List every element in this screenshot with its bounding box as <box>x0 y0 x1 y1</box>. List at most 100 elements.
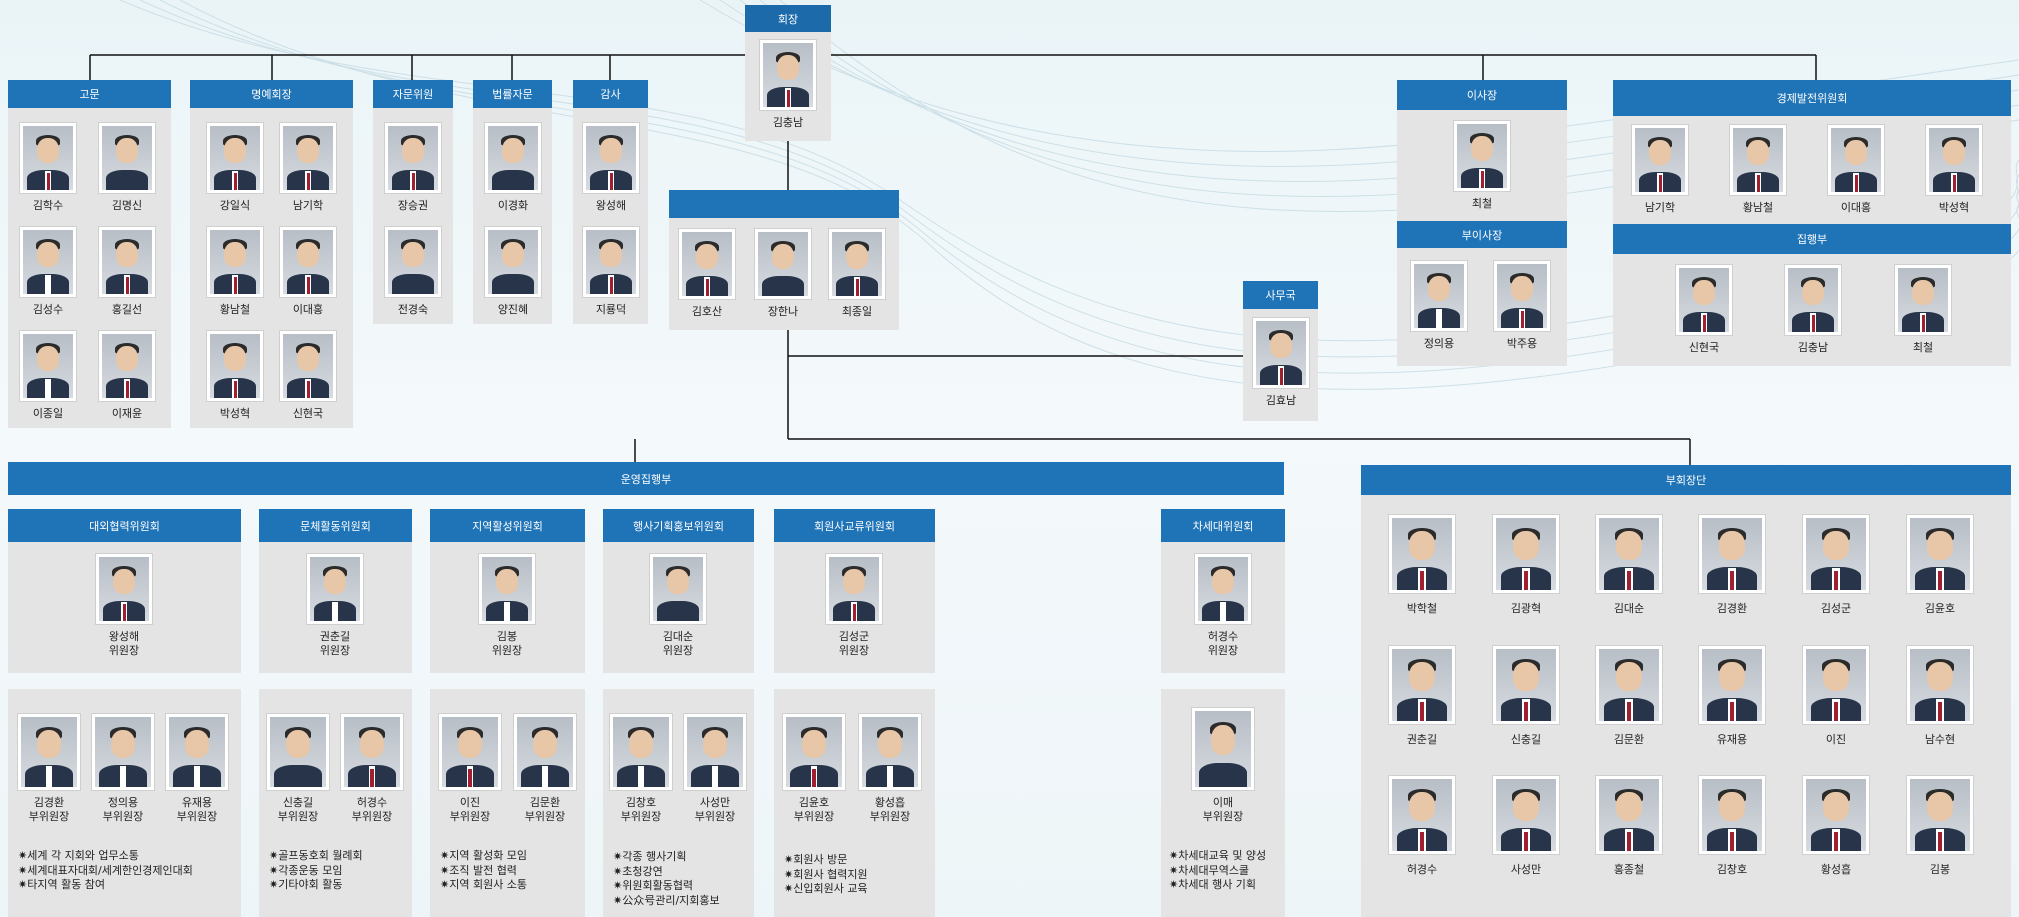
audit-group: 감사 왕성해 지룡덕 <box>573 80 648 324</box>
legal-header: 법률자문 <box>473 80 552 108</box>
person-name: 김창호 <box>625 796 657 809</box>
person-card: 박주용 <box>1487 260 1557 351</box>
duty-item: ✷지역 회원사 소통 <box>440 878 528 891</box>
person-name: 신충길 <box>282 796 314 809</box>
person-name: 왕성해 <box>595 199 627 212</box>
person-card: 최종일 <box>822 228 892 319</box>
portrait-photo <box>484 122 542 194</box>
portrait-photo <box>1595 514 1663 594</box>
person-card: 유재용 <box>1696 645 1768 747</box>
person-name: 이진 <box>1825 733 1847 746</box>
duty-item: ✷골프동호회 월례회 <box>269 849 363 862</box>
duty-item: ✷公众号관리/지회홍보 <box>613 893 720 907</box>
person-name: 김명신 <box>111 199 143 212</box>
person-name: 김경환 <box>1716 602 1748 615</box>
person-name: 김효남 <box>1265 394 1297 407</box>
person-name: 이대홍 <box>292 303 324 316</box>
portrait-photo <box>1698 514 1766 594</box>
portrait-photo <box>754 228 812 300</box>
portrait-photo <box>478 553 536 625</box>
portrait-photo <box>582 122 640 194</box>
duty-item: ✷타지역 활동 참여 <box>18 878 106 891</box>
person-name: 최철 <box>1471 197 1493 210</box>
person-name: 김경환 <box>33 796 65 809</box>
portrait-photo <box>19 226 77 298</box>
portrait-photo <box>1906 514 1974 594</box>
board-group: 이사장 최철 부이사장 정의용 박주용 <box>1397 80 1567 366</box>
portrait-photo <box>828 228 886 300</box>
person-card: 신충길 <box>1490 645 1562 747</box>
person-card: 정의용 <box>1404 260 1474 351</box>
person-role: 위원장 <box>108 644 140 657</box>
portrait-photo <box>1906 775 1974 855</box>
person-name: 유재용 <box>181 796 213 809</box>
person-name: 김성군 <box>838 630 870 643</box>
person-role: 위원장 <box>662 644 694 657</box>
person-card: 김학수 <box>13 122 83 213</box>
portrait-photo <box>1906 645 1974 725</box>
duty-list: ✷세계 각 지회와 업무소통 ✷세계대표자대회/세계한인경제인대회 ✷타지역 활… <box>18 849 193 893</box>
person-card: 김성군 <box>1800 514 1872 616</box>
portrait-photo <box>1729 124 1787 196</box>
portrait-photo <box>782 713 846 791</box>
duty-item: ✷각종운동 모임 <box>269 863 343 877</box>
portrait-photo <box>1492 775 1560 855</box>
portrait-photo <box>95 553 153 625</box>
person-name: 김대순 <box>662 630 694 643</box>
person-card: 신현국 <box>1669 264 1739 355</box>
duty-list: ✷골프동호회 월례회 ✷각종운동 모임 ✷기타야회 활동 <box>269 849 363 893</box>
exec-header: 집행부 <box>1613 224 2011 254</box>
portrait-photo <box>206 226 264 298</box>
advisor-group: 고문 김학수 김명신 김성수 홍길선 이종일 이재윤 <box>8 80 171 428</box>
center-group: 김호산 장한나 최종일 <box>669 190 899 330</box>
portrait-photo <box>582 226 640 298</box>
portrait-photo <box>17 713 81 791</box>
person-card: 홍길선 <box>92 226 162 317</box>
person-role: 부위원장 <box>869 810 911 823</box>
committee-header: 회원사교류위원회 <box>774 509 935 542</box>
person-role: 부위원장 <box>449 810 491 823</box>
portrait-photo <box>1388 514 1456 594</box>
portrait-photo <box>306 553 364 625</box>
person-name: 박학철 <box>1406 602 1438 615</box>
portrait-photo <box>1410 260 1468 332</box>
person-card: 남기학 <box>1625 124 1695 215</box>
portrait-photo <box>266 713 330 791</box>
person-card: 김경환 <box>1696 514 1768 616</box>
portrait-photo <box>1191 707 1255 791</box>
person-card: 김명신 <box>92 122 162 213</box>
duty-item: ✷차세대교육 및 양성 <box>1169 849 1267 862</box>
person-name: 사성만 <box>699 796 731 809</box>
person-name: 김대순 <box>1613 602 1645 615</box>
person-name: 왕성해 <box>108 630 140 643</box>
consult-group: 자문위원 장승권 전경숙 <box>373 80 453 324</box>
person-role: 부위원장 <box>793 810 835 823</box>
person-name: 김윤호 <box>798 796 830 809</box>
econ-group: 경제발전위원회 남기학 황남철 이대홍 박성혁 집행부 신현국 김충남 최철 <box>1613 80 2011 366</box>
person-card: 김충남 <box>1778 264 1848 355</box>
person-name: 김봉 <box>1929 863 1951 876</box>
person-card: 최철 <box>1888 264 1958 355</box>
econ-header: 경제발전위원회 <box>1613 80 2011 116</box>
person-card: 김봉 <box>1904 775 1976 877</box>
portrait-photo <box>484 226 542 298</box>
person-name: 김호산 <box>691 305 723 318</box>
duty-list: ✷지역 활성화 모임 ✷조직 발전 협력 ✷지역 회원사 소통 <box>440 849 527 893</box>
portrait-photo <box>1894 264 1952 336</box>
person-name: 이재윤 <box>111 407 143 420</box>
person-role: 위원장 <box>838 644 870 657</box>
person-name: 박성혁 <box>219 407 251 420</box>
portrait-photo <box>98 122 156 194</box>
portrait-photo <box>1698 775 1766 855</box>
person-role: 부위원장 <box>694 810 736 823</box>
